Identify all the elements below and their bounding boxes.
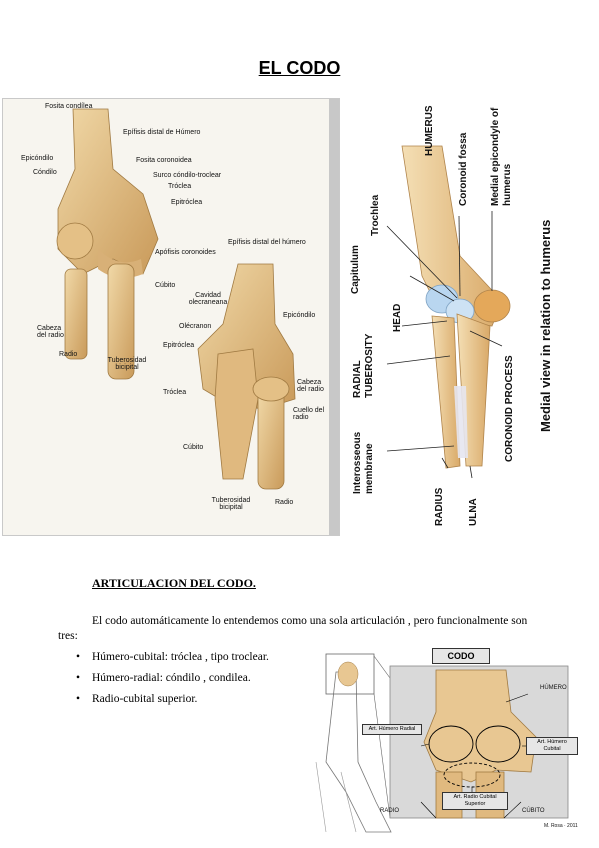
label-humerus: HUMERUS xyxy=(424,105,435,156)
label-radial-tuberosity: RADIAL TUBEROSITY xyxy=(352,333,375,398)
label-cavidad-olecraneana: Cavidad olecraneana xyxy=(188,292,228,306)
label-olecranon: Olécranon xyxy=(179,323,212,330)
label-epifisis-distal-top: Epífisis distal de Húmero xyxy=(123,129,201,136)
list-item: Húmero-radial: cóndilo , condilea. xyxy=(76,671,270,685)
label-radius: RADIUS xyxy=(434,487,445,526)
label-fosita-coronoidea: Fosita coronoidea xyxy=(136,157,192,164)
label-ulna: ULNA xyxy=(468,498,479,526)
label-cubito-top: Cúbito xyxy=(155,282,176,289)
label-epicondilo-left: Epicóndilo xyxy=(21,155,54,162)
label-epifisis-distal-bottom: Epífisis distal del húmero xyxy=(228,239,306,246)
intro-paragraph: El codo automáticamente lo entendemos co… xyxy=(58,615,528,642)
label-cabeza-radio-left: Cabeza del radio xyxy=(37,325,64,339)
list-item: Húmero-cubital: tróclea , tipo troclear. xyxy=(76,650,270,664)
elbow-anatomy-figure-left: Fosita condílea Epífisis distal de Húmer… xyxy=(2,98,340,536)
elbow-bones-illustration xyxy=(56,99,339,535)
label-humero: HÚMERO xyxy=(540,685,567,691)
label-condilo: Cóndilo xyxy=(33,169,57,176)
label-coronoid-fossa: Coronoid fossa xyxy=(458,132,469,206)
elbow-joints-illustration xyxy=(315,653,569,833)
label-cubito-bottom: Cúbito xyxy=(183,444,204,451)
label-cabeza-radio-right: Cabeza del radio xyxy=(297,379,324,393)
label-trochlea: Trochlea xyxy=(370,194,381,236)
label-radio-bottom: Radio xyxy=(275,499,294,506)
elbow-joints-figure: CODO HÚMERO Art. Húmero Radial Art. Húme… xyxy=(296,642,580,834)
page-title: EL CODO xyxy=(258,58,341,78)
label-cubito: CÚBITO xyxy=(522,808,545,814)
section-heading: ARTICULACION DEL CODO. xyxy=(92,576,256,590)
label-tuberosidad-bottom: Tuberosidad bicipital xyxy=(211,497,251,511)
label-medial-view: Medial view in relation to humerus xyxy=(538,219,553,432)
label-epitroclea-bottom: Epitróclea xyxy=(163,342,195,349)
elbow-anatomy-figure-right: HUMERUS Coronoid fossa Medial epicondyle… xyxy=(342,86,572,534)
label-art-radio-cubital: Art. Radio Cubital Superior xyxy=(442,792,508,810)
label-radio-left: Radio xyxy=(59,351,78,358)
label-troclea-bottom: Tróclea xyxy=(163,389,187,396)
label-art-humero-cubital: Art. Húmero Cubital xyxy=(526,737,578,755)
label-fosita-condilea: Fosita condílea xyxy=(45,103,93,110)
joint-types-list: Húmero-cubital: tróclea , tipo troclear.… xyxy=(76,650,270,713)
label-epicondilo-right: Epicóndilo xyxy=(283,312,316,319)
list-item: Radio-cubital superior. xyxy=(76,692,270,706)
label-interosseous-membrane: Interosseous membrane xyxy=(352,431,375,494)
elbow-medial-view-illustration xyxy=(386,145,511,479)
label-coronoid-process: CORONOID PROCESS xyxy=(504,355,515,462)
label-medial-epicondyle: Medial epicondyle of humerus xyxy=(490,107,513,206)
label-troclea-top: Tróclea xyxy=(168,183,192,190)
label-surco: Surco cóndilo-troclear xyxy=(153,172,222,179)
codo-title-box: CODO xyxy=(432,648,490,664)
label-apofisis-coronoides: Apófisis coronoides xyxy=(155,249,216,256)
label-epitroclea-top: Epitróclea xyxy=(171,199,203,206)
label-art-humero-radial: Art. Húmero Radial xyxy=(362,724,422,735)
label-head: HEAD xyxy=(392,303,403,332)
label-radio: RADIO xyxy=(380,808,400,814)
label-cuello-radio: Cuello del radio xyxy=(293,407,325,421)
label-capitulum: Capitulum xyxy=(350,245,361,294)
credit-text: M. Rosa · 2011 xyxy=(544,823,578,829)
label-tuberosidad-left: Tuberosidad bicipital xyxy=(107,357,147,371)
